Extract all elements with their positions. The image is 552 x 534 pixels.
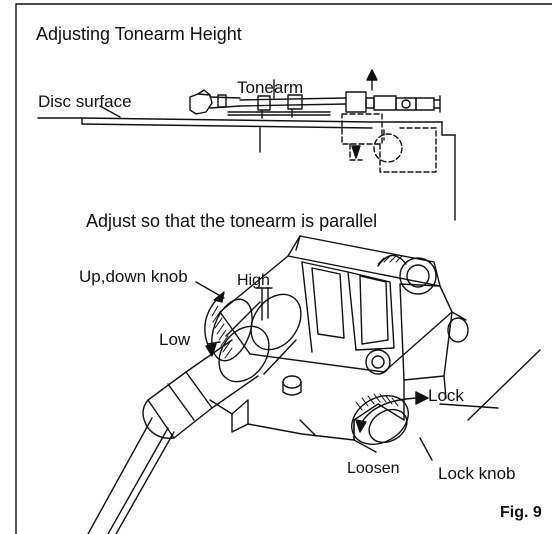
low-label: Low xyxy=(159,330,191,349)
loosen-label: Loosen xyxy=(347,460,400,477)
lock-loosen-arrow xyxy=(359,397,419,427)
lock-label: Lock xyxy=(428,386,464,405)
figure-label: Fig. 9 xyxy=(500,504,542,521)
high-label: High xyxy=(237,272,270,289)
diagram-title: Adjusting Tonearm Height xyxy=(36,24,242,44)
up-down-knob-label: Up,down knob xyxy=(79,267,188,286)
parallel-instruction: Adjust so that the tonearm is parallel xyxy=(86,211,378,231)
lock-knob-label: Lock knob xyxy=(438,464,516,483)
side-view-drawing xyxy=(37,69,456,221)
disc-surface-label: Disc surface xyxy=(38,92,132,111)
down-arrow xyxy=(351,145,361,159)
tonearm-label: Tonearm xyxy=(237,78,304,97)
detail-view-drawing xyxy=(87,235,541,534)
lift-mechanism-dashed xyxy=(341,113,437,173)
